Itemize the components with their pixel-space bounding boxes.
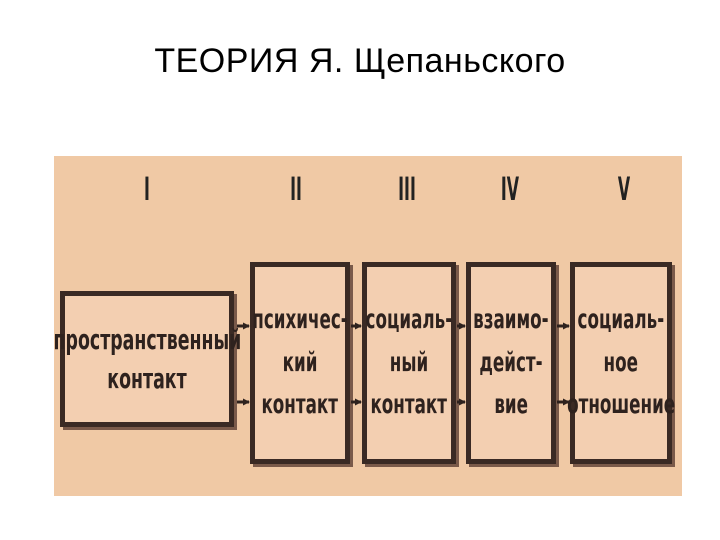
stage-box-psychic-contact: психичес- кий контакт bbox=[250, 262, 350, 464]
box-line: взаимо- bbox=[473, 304, 549, 336]
box-line: отношение bbox=[566, 389, 676, 421]
stage-box-social-contact: социаль- ный контакт bbox=[362, 262, 456, 464]
box-line: ный bbox=[389, 346, 429, 378]
box-line: социаль- bbox=[365, 304, 453, 336]
box-line: социаль- bbox=[577, 304, 665, 336]
box-line: ное bbox=[603, 346, 639, 378]
box-line: контакт bbox=[370, 389, 448, 421]
stage-box-interaction: взаимо- дейст- вие bbox=[466, 262, 556, 464]
box-line: контакт bbox=[261, 389, 339, 421]
box-line: психичес- bbox=[252, 304, 348, 336]
stage-label-5: V bbox=[617, 170, 631, 208]
box-line: кий bbox=[282, 346, 318, 378]
stage-box-spatial-contact: пространственный контакт bbox=[53, 291, 241, 427]
box-line: дейст- bbox=[479, 346, 543, 378]
stage-label-2: II bbox=[290, 170, 302, 208]
stage-label-1: I bbox=[144, 170, 150, 208]
stage-box-social-relation: социаль- ное отношение bbox=[566, 262, 676, 464]
box-line: контакт bbox=[107, 362, 187, 395]
stage-label-3: III bbox=[398, 170, 416, 208]
stage-label-4: IV bbox=[500, 170, 520, 208]
slide-title: ТЕОРИЯ Я. Щепаньского bbox=[154, 42, 566, 80]
box-line: вие bbox=[494, 389, 528, 421]
box-line: пространственный bbox=[53, 322, 241, 356]
